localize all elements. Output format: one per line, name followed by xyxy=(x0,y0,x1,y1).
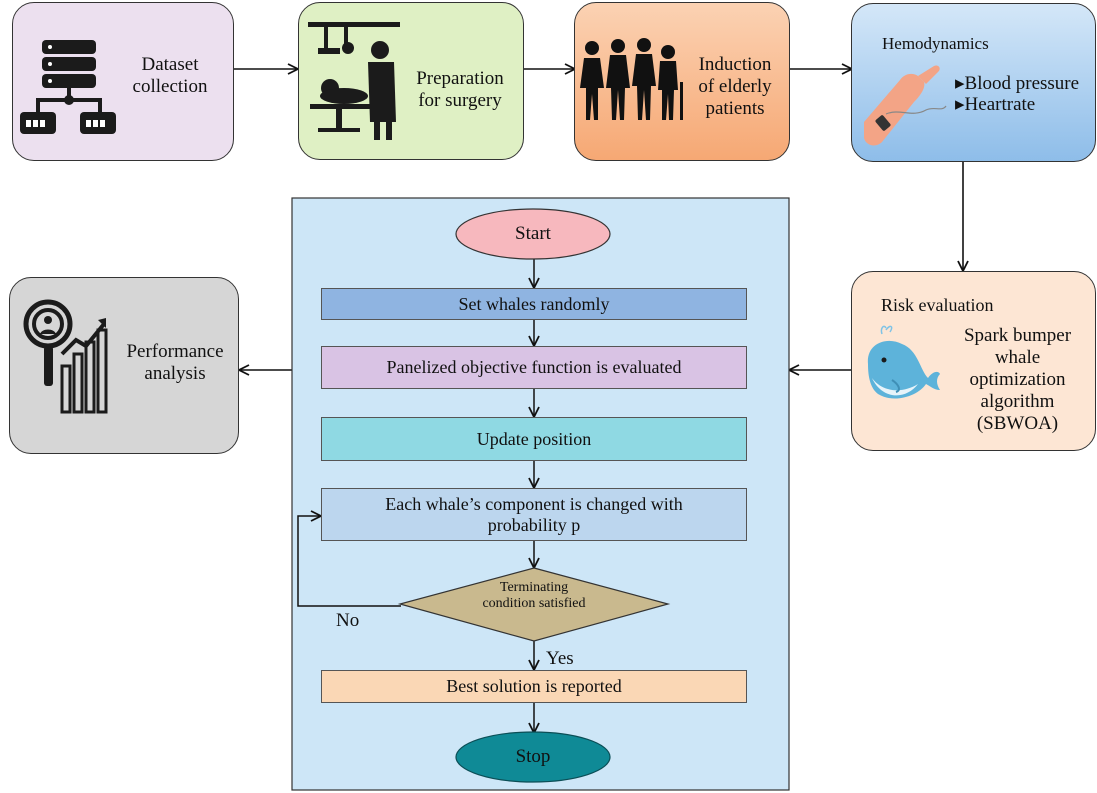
set-whales-step: Set whales randomly xyxy=(321,288,747,320)
start-ellipse xyxy=(455,208,611,260)
start-label: Start xyxy=(515,223,551,244)
hemodynamics-box xyxy=(851,3,1096,162)
preparation-label: Preparation for surgery xyxy=(416,68,504,111)
surgery-icon xyxy=(308,22,400,140)
no-label: No xyxy=(336,610,360,631)
hemodynamics-item-heartrate: ▸Heartrate xyxy=(955,94,1036,115)
hemodynamics-item-blood-pressure: ▸Blood pressure xyxy=(955,73,1080,94)
hand-pulse-icon xyxy=(864,65,947,146)
yes-label: Yes xyxy=(546,648,574,669)
component-change-step: Each whale’s component is changed with p… xyxy=(321,488,747,541)
database-network-icon xyxy=(20,40,116,134)
dataset-label: Dataset collection xyxy=(132,54,208,97)
decision-diamond xyxy=(397,567,671,642)
performance-label: Performance analysis xyxy=(126,341,224,384)
induction-label: Induction of elderly patients xyxy=(698,54,772,119)
performance-box xyxy=(9,277,239,454)
risk-title: Risk evaluation xyxy=(881,295,994,315)
arrow-no-loop xyxy=(297,516,401,607)
whale-icon xyxy=(867,325,940,399)
risk-algorithm-label: Spark bumper whale optimization algorith… xyxy=(963,325,1072,434)
elderly-family-icon xyxy=(580,38,683,120)
best-solution-step: Best solution is reported xyxy=(321,670,747,703)
stop-label: Stop xyxy=(515,746,551,767)
performance-chart-icon xyxy=(23,299,108,414)
preparation-box xyxy=(298,2,524,160)
update-position-step: Update position xyxy=(321,417,747,461)
hemodynamics-title: Hemodynamics xyxy=(882,34,989,53)
objective-step: Panelized objective function is evaluate… xyxy=(321,346,747,389)
stop-ellipse xyxy=(455,731,611,783)
decision-label: Terminating condition satisfied xyxy=(482,580,586,611)
